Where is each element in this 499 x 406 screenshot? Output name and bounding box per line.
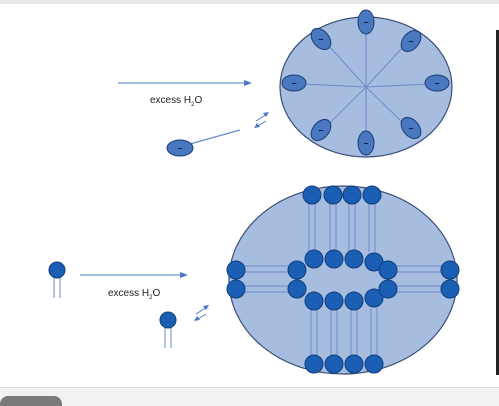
svg-text:–: – [177,143,182,153]
svg-text:–: – [408,123,413,133]
top-reaction-arrowhead [244,80,252,86]
bilayer-panel: excess H2O [48,185,460,375]
window-top-border [0,0,499,4]
bottom-condition-label: excess H2O [108,288,160,301]
svg-text:–: – [408,36,413,46]
micelle-panel: excess H2O – [118,9,453,158]
bottom-reaction-arrowhead [180,272,188,278]
svg-text:–: – [363,138,368,148]
phospholipid-molecule-icon-right [159,311,177,348]
top-equilibrium-arrows-icon [254,112,269,128]
bottom-tab-handle[interactable] [0,396,62,406]
svg-text:–: – [318,34,323,44]
svg-text:–: – [318,125,323,135]
top-condition-label: excess H2O [150,95,202,108]
phospholipid-molecule-icon-left [48,261,66,298]
scrollbar-edge [496,30,499,375]
window-bottom-bar [0,387,499,406]
surfactant-molecule-icon: – [166,129,241,157]
svg-text:–: – [434,78,439,88]
svg-text:–: – [291,78,296,88]
micelle-icon: – – – – – – – – [279,9,453,158]
svg-text:–: – [363,17,368,27]
bilayer-vesicle-icon [226,185,460,375]
bottom-equilibrium-arrows-icon [194,305,209,321]
